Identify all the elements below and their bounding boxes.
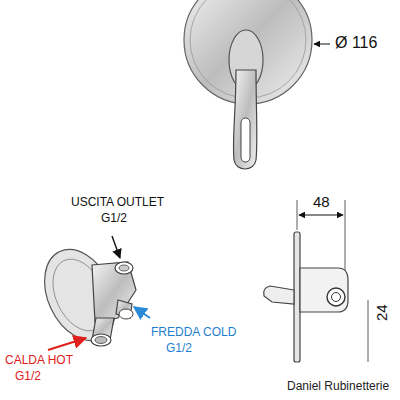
dimension-label: 24 — [374, 303, 391, 322]
port-label: FREDDA COLD — [150, 326, 237, 339]
valve-body — [31, 236, 150, 352]
thread-size: G1/2 — [165, 342, 193, 355]
front-view — [184, 0, 330, 169]
dimension-label: 48 — [312, 194, 331, 211]
watermark: Daniel Rubinetterie — [286, 380, 390, 393]
port-label: CALDA HOT — [4, 354, 74, 367]
dimension-label: Ø 116 — [334, 34, 378, 52]
side-view — [264, 200, 368, 362]
thread-size: G1/2 — [14, 370, 42, 383]
thread-size: G1/2 — [100, 212, 128, 225]
port-label: USCITA OUTLET — [70, 196, 165, 209]
